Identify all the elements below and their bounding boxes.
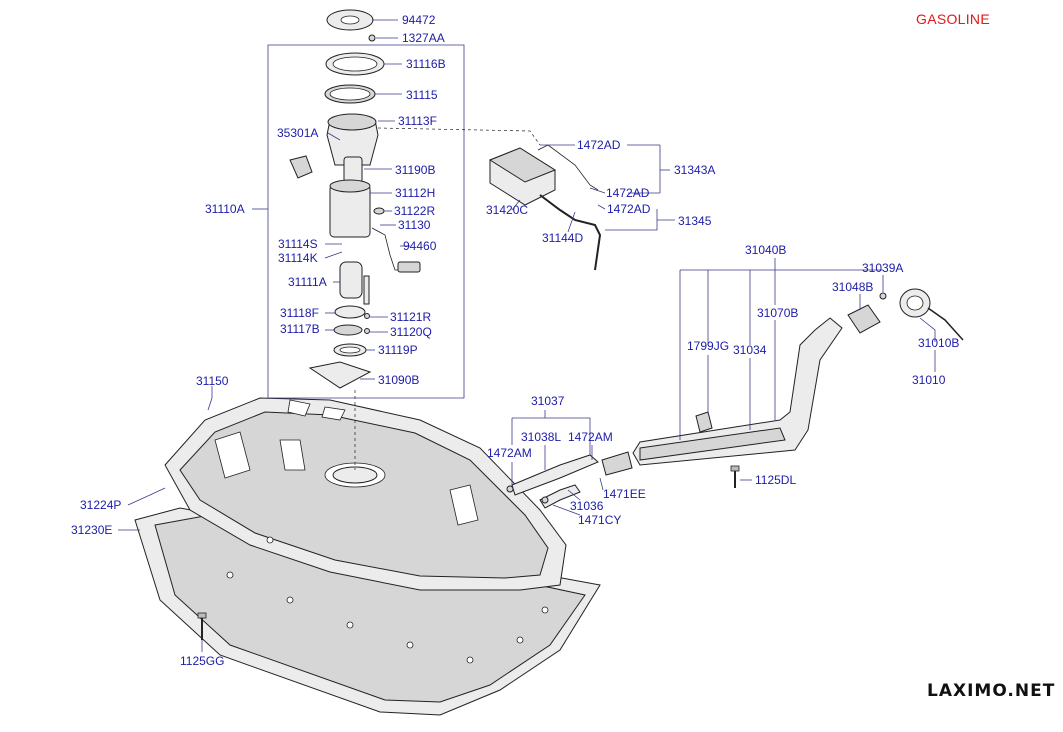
- part-label-31345[interactable]: 31345: [678, 214, 712, 228]
- part-label-1472AD-middle[interactable]: 1472AD: [606, 186, 650, 200]
- fuel-tank-drawing: [134, 390, 601, 716]
- part-label-1472AM-right[interactable]: 1472AM: [568, 430, 613, 444]
- part-label-31144D[interactable]: 31144D: [542, 231, 584, 245]
- part-label-1472AD-bottom[interactable]: 1472AD: [607, 202, 651, 216]
- part-label-31114K[interactable]: 31114K: [278, 251, 318, 265]
- part-label-31110A[interactable]: 31110A: [205, 202, 245, 216]
- part-label-31224P[interactable]: 31224P: [80, 498, 122, 512]
- part-label-35301A[interactable]: 35301A: [277, 126, 319, 140]
- watermark: LAXIMO.NET: [927, 681, 1056, 701]
- part-label-31120Q[interactable]: 31120Q: [390, 325, 432, 339]
- part-label-31034[interactable]: 31034: [733, 343, 767, 357]
- part-label-31010[interactable]: 31010: [912, 373, 946, 387]
- part-label-94460[interactable]: 94460: [403, 239, 437, 253]
- part-label-31117B[interactable]: 31117B: [280, 322, 320, 336]
- fuel-pump-assembly-drawing: [289, 9, 421, 389]
- part-label-31114S[interactable]: 31114S: [278, 237, 318, 251]
- part-label-31038L[interactable]: 31038L: [521, 430, 562, 444]
- part-label-31130[interactable]: 31130: [398, 218, 431, 232]
- part-label-1799JG[interactable]: 1799JG: [687, 339, 730, 353]
- part-label-31230E[interactable]: 31230E: [71, 523, 113, 537]
- part-label-31116B[interactable]: 31116B: [406, 57, 446, 71]
- part-label-31112H[interactable]: 31112H: [395, 186, 436, 200]
- part-label-1125GG[interactable]: 1125GG: [180, 654, 225, 668]
- part-label-31121R[interactable]: 31121R: [390, 310, 432, 324]
- part-label-31070B[interactable]: 31070B: [757, 306, 799, 320]
- part-label-1471EE[interactable]: 1471EE: [603, 487, 646, 501]
- part-label-1472AM-left[interactable]: 1472AM: [487, 446, 532, 460]
- part-label-31150[interactable]: 31150: [196, 374, 229, 388]
- filler-neck-drawing: [506, 288, 964, 509]
- part-label-31037[interactable]: 31037: [531, 394, 565, 408]
- leader-lines: [118, 19, 936, 652]
- part-label-31048B[interactable]: 31048B: [832, 280, 874, 294]
- part-label-1472AD-top[interactable]: 1472AD: [577, 138, 621, 152]
- part-label-31122R[interactable]: 31122R: [394, 204, 436, 218]
- part-label-31111A[interactable]: 31111A: [288, 275, 327, 289]
- fuel-type-label: GASOLINE: [916, 11, 990, 27]
- part-label-31119P[interactable]: 31119P: [378, 343, 418, 357]
- part-label-1471CY[interactable]: 1471CY: [578, 513, 622, 527]
- canister-drawing: [488, 144, 602, 271]
- part-label-94472[interactable]: 94472: [402, 13, 436, 27]
- part-label-31118F[interactable]: 31118F: [280, 306, 319, 320]
- part-label-31113F[interactable]: 31113F: [398, 114, 437, 128]
- part-label-31420C[interactable]: 31420C: [486, 203, 529, 217]
- part-label-31040B[interactable]: 31040B: [745, 243, 787, 257]
- part-label-1327AA[interactable]: 1327AA: [402, 31, 445, 45]
- part-label-31115[interactable]: 31115: [406, 88, 438, 102]
- part-label-31090B[interactable]: 31090B: [378, 373, 420, 387]
- part-label-31343A[interactable]: 31343A: [674, 163, 716, 177]
- part-label-31190B[interactable]: 31190B: [395, 163, 436, 177]
- part-label-31010B[interactable]: 31010B: [918, 336, 960, 350]
- part-label-31039A[interactable]: 31039A: [862, 261, 904, 275]
- part-label-1125DL[interactable]: 1125DL: [755, 473, 797, 487]
- part-label-31036[interactable]: 31036: [570, 499, 604, 513]
